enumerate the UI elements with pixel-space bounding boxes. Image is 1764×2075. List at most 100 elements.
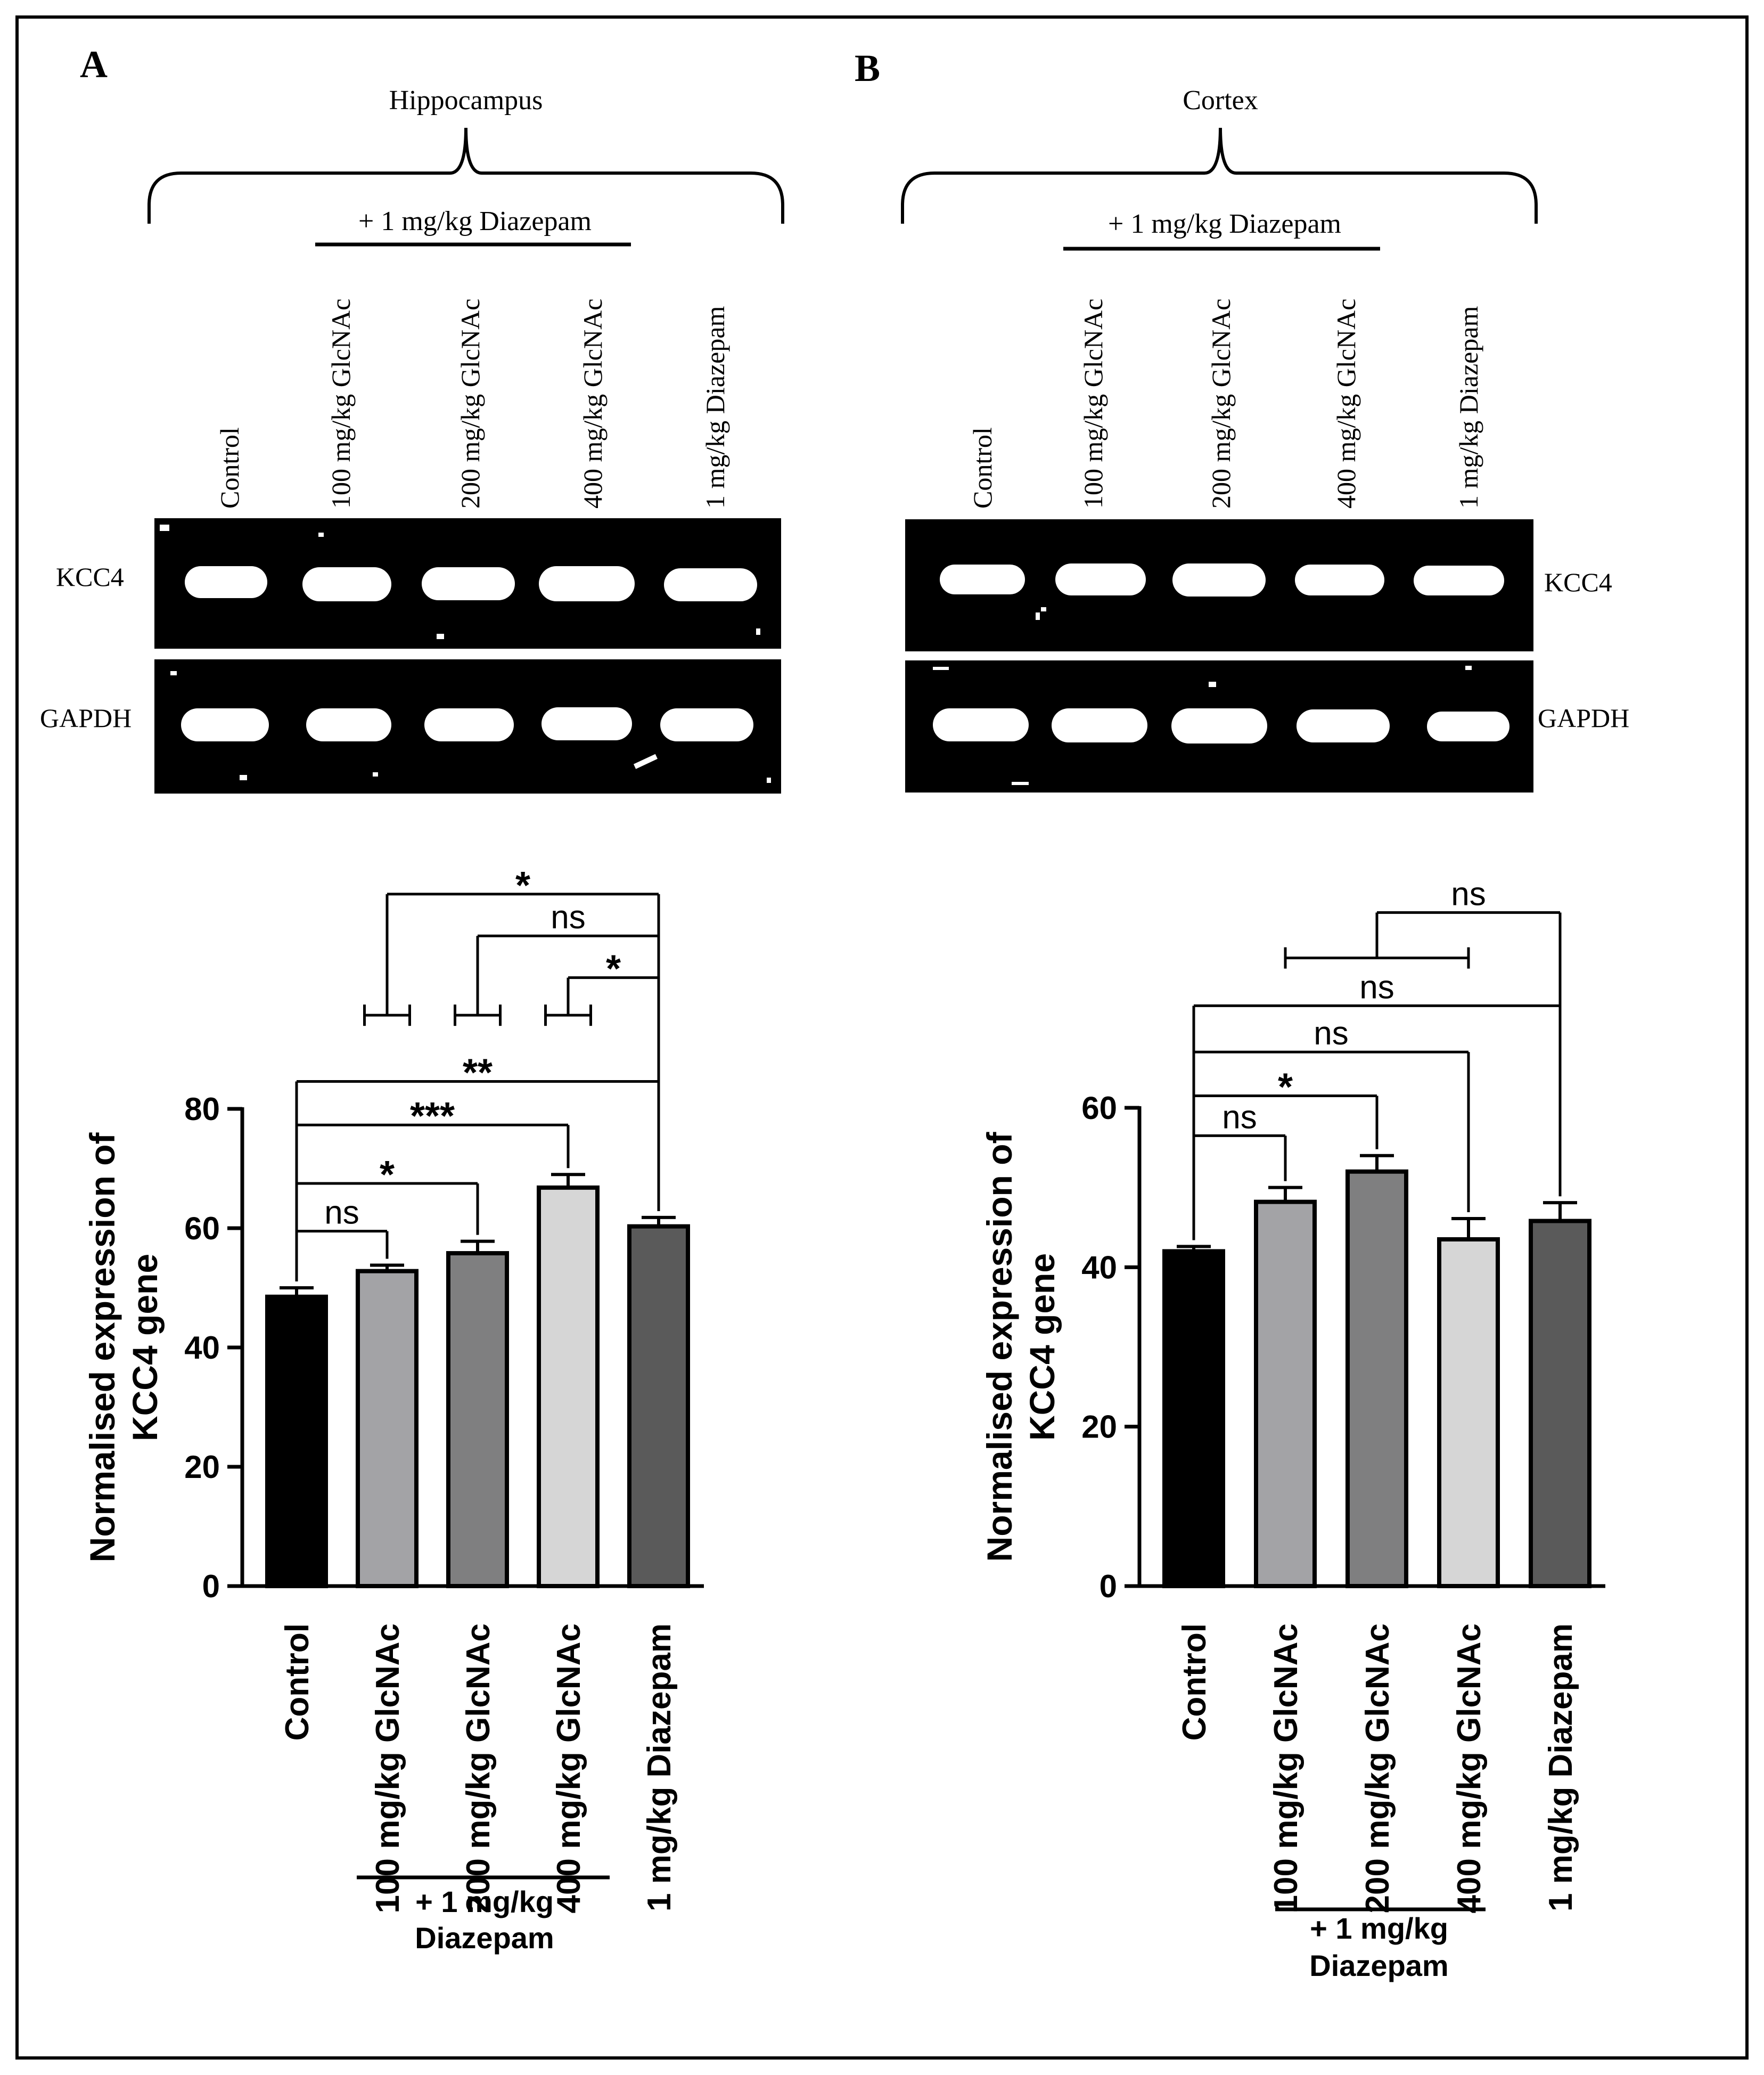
gel-band (1172, 563, 1266, 597)
y-axis-label-line2: KCC4 gene (1022, 1253, 1062, 1441)
gel-lane-label: Control (215, 427, 244, 509)
significance-label: ns (1359, 969, 1394, 1006)
significance-label: ns (1222, 1099, 1257, 1135)
panel-a-gapdh-label: GAPDH (40, 703, 132, 733)
y-tick-label: 0 (202, 1568, 220, 1604)
significance-label: * (515, 864, 530, 907)
panel-b-kcc4-label: KCC4 (1544, 567, 1612, 597)
x-tick-label: Control (1176, 1623, 1213, 1741)
bar (627, 1224, 690, 1588)
gel-lane-label: 400 mg/kg GlcNAc (1331, 299, 1361, 509)
bar (356, 1269, 419, 1588)
gel-band (1295, 565, 1384, 595)
panel-b-group-label-line1: + 1 mg/kg (1310, 1911, 1448, 1945)
gel-band (1414, 566, 1504, 595)
panel-a-gapdh-specks (170, 671, 771, 783)
gel-band (933, 708, 1029, 741)
y-tick-label: 20 (1081, 1409, 1117, 1445)
panel-b-group-label-line2: Diazepam (1309, 1949, 1448, 1982)
gel-band (541, 707, 632, 740)
panel-a-group-label: + 1 mg/kg Diazepam (357, 1875, 610, 1955)
panel-b-gapdh-bands (933, 708, 1509, 744)
panel-a-group-label-line1: + 1 mg/kg (415, 1885, 554, 1918)
figure-border (15, 15, 1749, 2060)
y-axis-label-line1: Normalised expression of (83, 1132, 122, 1563)
panel-a-gapdh-bands (181, 707, 753, 741)
bar (1529, 1219, 1591, 1588)
gel-lane-label: 100 mg/kg GlcNAc (326, 299, 356, 509)
y-tick-label: 20 (184, 1449, 220, 1485)
gel-lane-label: 100 mg/kg GlcNAc (1078, 299, 1108, 509)
panel-a-region-brace (147, 127, 784, 224)
x-tick-label: 1 mg/kg Diazepam (641, 1623, 678, 1911)
gel-lane-label: Control (967, 427, 997, 509)
panel-b-region-brace (901, 127, 1538, 224)
gel-band (1052, 708, 1147, 742)
x-tick-label: 400 mg/kg GlcNAc (1451, 1623, 1488, 1913)
y-tick-label: 40 (184, 1330, 220, 1366)
panel-b-gapdh-specks (933, 666, 1472, 785)
significance-label: ** (463, 1051, 493, 1094)
y-axis-label-line1: Normalised expression of (980, 1132, 1019, 1562)
gel-lane-label: 200 mg/kg GlcNAc (455, 299, 485, 509)
panel-a-region-label: Hippocampus (389, 85, 543, 116)
gel-lane-label: 1 mg/kg Diazepam (1454, 306, 1483, 509)
x-tick-label: 200 mg/kg GlcNAc (1359, 1623, 1396, 1913)
gel-band (940, 565, 1025, 594)
bar (1254, 1199, 1317, 1588)
gel-band (422, 567, 515, 600)
panel-b-kcc4-specks (1036, 607, 1046, 620)
panel-a-lane-labels: Control 100 mg/kg GlcNAc 200 mg/kg GlcNA… (215, 299, 730, 509)
bar (265, 1294, 328, 1589)
panel-a-kcc4-specks (160, 525, 760, 639)
panel-b-gel-section: B Cortex + 1 mg/kg Diazepam Control 100 … (855, 47, 1629, 793)
gel-band (660, 708, 753, 741)
x-tick-label: 400 mg/kg GlcNAc (551, 1623, 587, 1913)
gel-band (1055, 563, 1146, 595)
gel-band (185, 566, 267, 598)
panel-b-group-label: + 1 mg/kg Diazepam (1275, 1907, 1486, 1982)
y-axis-label-line2: KCC4 gene (125, 1254, 165, 1441)
panel-a-kcc4-bands (185, 566, 757, 601)
y-tick-label: 40 (1081, 1249, 1117, 1285)
panel-b-treatment-header: + 1 mg/kg Diazepam (1108, 209, 1341, 239)
y-tick-label: 60 (1081, 1090, 1117, 1126)
panel-b-lane-labels: Control 100 mg/kg GlcNAc 200 mg/kg GlcNA… (967, 299, 1483, 509)
gel-band (1297, 709, 1390, 742)
significance-label: * (1278, 1066, 1293, 1109)
significance-label: * (380, 1154, 395, 1196)
bar (446, 1251, 509, 1589)
panel-b-kcc4-bands (940, 563, 1504, 597)
panel-a-gel-section: A Hippocampus + 1 mg/kg Diazepam Control… (40, 43, 784, 794)
y-tick-label: 0 (1100, 1568, 1117, 1604)
x-tick-label: 100 mg/kg GlcNAc (370, 1623, 406, 1913)
gel-lane-label: 400 mg/kg GlcNAc (578, 299, 608, 509)
panel-a-kcc4-label: KCC4 (56, 562, 124, 592)
significance-label: ns (551, 899, 585, 936)
significance-label: ns (1451, 876, 1486, 912)
gel-lane-label: 1 mg/kg Diazepam (700, 306, 730, 509)
panel-a-treatment-header: + 1 mg/kg Diazepam (358, 206, 592, 236)
bar (1345, 1169, 1408, 1589)
x-tick-label: 1 mg/kg Diazepam (1543, 1623, 1579, 1911)
gel-band (306, 708, 391, 741)
x-tick-label: Control (279, 1623, 316, 1741)
panel-a-letter: A (80, 43, 108, 86)
significance-label: * (606, 948, 621, 991)
significance-label: ns (1314, 1015, 1348, 1052)
gel-lane-label: 200 mg/kg GlcNAc (1206, 299, 1236, 509)
bar (537, 1185, 600, 1589)
gel-band (424, 708, 514, 741)
panel-b-letter: B (855, 47, 880, 89)
significance-label: *** (410, 1095, 455, 1138)
gel-band (1427, 712, 1509, 741)
gel-band (664, 568, 757, 601)
x-tick-label: 200 mg/kg GlcNAc (460, 1623, 497, 1913)
panel-b-region-label: Cortex (1183, 85, 1258, 116)
bar (1162, 1249, 1225, 1588)
y-tick-label: 80 (184, 1091, 220, 1127)
bar (1437, 1237, 1500, 1588)
